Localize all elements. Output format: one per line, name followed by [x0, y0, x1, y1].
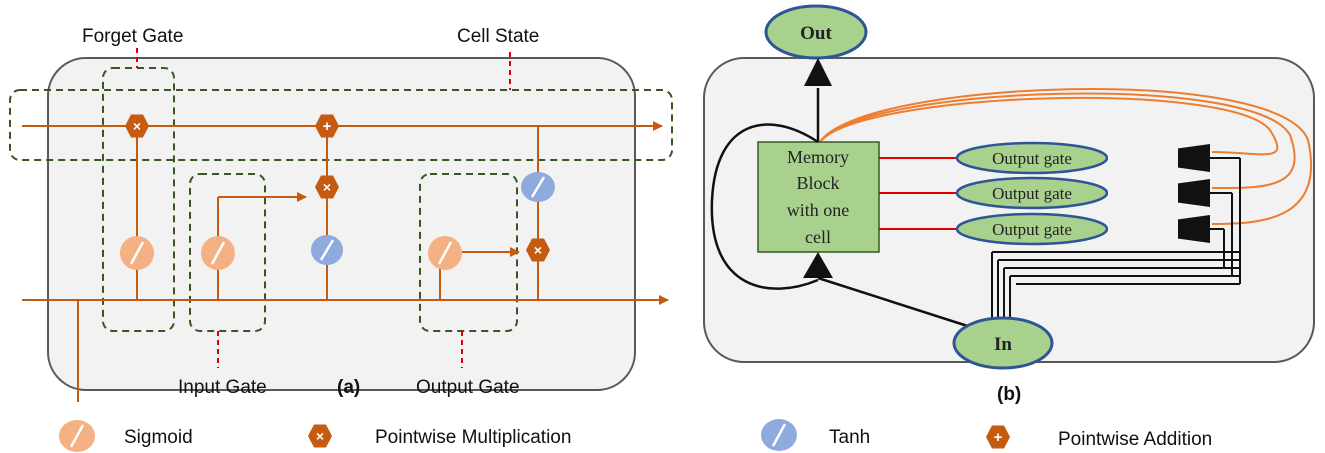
legend: Sigmoid × Pointwise Multiplication Tanh … [59, 419, 1212, 452]
addition-legend-icon: + [986, 425, 1010, 449]
gate-connectors [819, 88, 1313, 225]
memory-block-line-3: with one [787, 200, 850, 220]
input-tanh-icon [311, 235, 343, 265]
legend-multiplication-label: Pointwise Multiplication [375, 427, 571, 448]
out-node [764, 4, 868, 60]
panel-b-caption: (b) [997, 384, 1021, 405]
cell-add-icon: + [315, 114, 339, 138]
panel-a: × + × × [9, 26, 673, 402]
output-gate-3-label: Output gate [992, 220, 1072, 239]
self-loop [710, 123, 819, 290]
multiplication-legend-icon: × [308, 424, 332, 448]
cell-tanh-icon [521, 172, 555, 202]
in-node [952, 316, 1054, 370]
sigmoid-legend-icon [59, 420, 95, 452]
panel-a-caption: (a) [337, 377, 360, 398]
out-arrow-icon [804, 58, 832, 86]
input-gate-box [189, 173, 266, 332]
svg-text:+: + [994, 429, 1003, 446]
cell-state-label: Cell State [457, 26, 539, 47]
output-gate-2: Output gate [955, 176, 1109, 210]
output-gate-2-label: Output gate [992, 184, 1072, 203]
forget-gate-box [102, 67, 175, 332]
svg-text:×: × [323, 179, 331, 195]
output-gate-label: Output Gate [416, 377, 520, 398]
svg-text:×: × [316, 428, 324, 444]
output-gate-3: Output gate [955, 212, 1109, 246]
memory-block-line-1: Memory [787, 147, 849, 167]
cell-state-box [9, 89, 673, 161]
svg-text:×: × [534, 242, 542, 258]
memory-block-line-2: Block [797, 173, 840, 193]
input-gate-label: Input Gate [178, 377, 267, 398]
forget-multiply-icon: × [125, 114, 149, 138]
memory-block-text: Memory Block with one cell [787, 147, 850, 247]
input-multiply-icon: × [315, 175, 339, 199]
memory-block-line-4: cell [805, 227, 831, 247]
forget-sigmoid-icon [120, 236, 154, 270]
forget-gate-label: Forget Gate [82, 26, 183, 47]
legend-addition-label: Pointwise Addition [1058, 429, 1212, 450]
input-sigmoid-icon [201, 236, 235, 270]
output-sigmoid-icon [428, 236, 462, 270]
output-gate-1: Output gate [955, 141, 1109, 175]
input-wiring [991, 157, 1241, 322]
svg-text:×: × [133, 118, 141, 134]
panel-b: Out Memory Block with one cell [703, 4, 1315, 405]
memory-in-arrow-icon [803, 252, 833, 278]
svg-text:+: + [323, 118, 332, 135]
lstm-cell-box [47, 57, 636, 391]
legend-tanh-label: Tanh [829, 427, 870, 448]
legend-sigmoid-label: Sigmoid [124, 427, 193, 448]
tanh-legend-icon [761, 419, 797, 451]
out-node-label: Out [800, 23, 832, 44]
memory-block [757, 141, 880, 253]
output-gate-1-label: Output gate [992, 149, 1072, 168]
output-multiply-icon: × [526, 238, 550, 262]
in-node-label: In [994, 334, 1012, 355]
